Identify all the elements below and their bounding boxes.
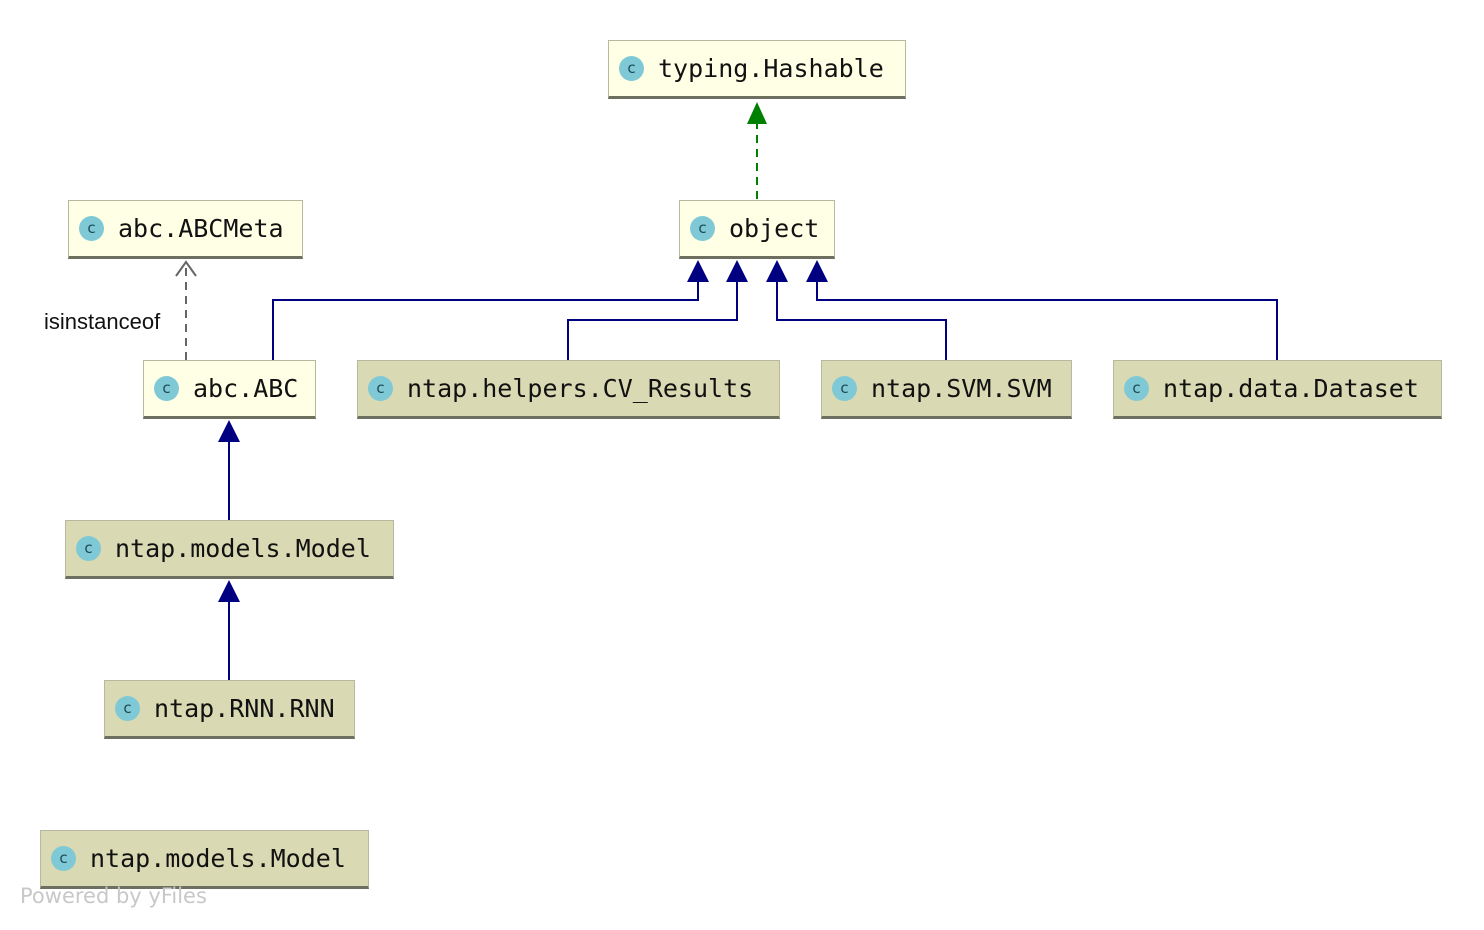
node-label: ntap.SVM.SVM: [871, 374, 1052, 403]
class-icon: c: [51, 846, 76, 871]
edge-abc-to-object: [272, 260, 709, 360]
class-icon: c: [832, 376, 857, 401]
node-label: ntap.RNN.RNN: [154, 694, 335, 723]
class-icon: c: [154, 376, 179, 401]
node-label: ntap.data.Dataset: [1163, 374, 1419, 403]
node-label: object: [729, 214, 820, 243]
class-icon: c: [76, 536, 101, 561]
node-ntap-helpers-cv-results[interactable]: c ntap.helpers.CV_Results: [357, 360, 780, 419]
node-typing-hashable[interactable]: c typing.Hashable: [608, 40, 906, 99]
edge-svm-to-object: [766, 260, 947, 360]
node-label: ntap.models.Model: [115, 534, 371, 563]
node-ntap-rnn-rnn[interactable]: c ntap.RNN.RNN: [104, 680, 355, 739]
node-ntap-svm-svm[interactable]: c ntap.SVM.SVM: [821, 360, 1072, 419]
node-object[interactable]: c object: [679, 200, 835, 259]
node-ntap-data-dataset[interactable]: c ntap.data.Dataset: [1113, 360, 1442, 419]
class-icon: c: [619, 56, 644, 81]
isinstanceof-label: isinstanceof: [44, 309, 161, 334]
node-label: ntap.models.Model: [90, 844, 346, 873]
powered-by-footer: Powered by yFiles: [20, 884, 207, 908]
node-label: abc.ABCMeta: [118, 214, 284, 243]
edge-cvresults-to-object: [567, 260, 748, 360]
node-label: abc.ABC: [193, 374, 299, 403]
edge-dataset-to-object: [806, 260, 1278, 360]
node-abc-abcmeta[interactable]: c abc.ABCMeta: [68, 200, 303, 259]
edge-model-to-abc: [218, 420, 240, 520]
node-label: ntap.helpers.CV_Results: [407, 374, 754, 403]
class-icon: c: [1124, 376, 1149, 401]
node-ntap-models-model-standalone[interactable]: c ntap.models.Model: [40, 830, 369, 889]
class-icon: c: [79, 216, 104, 241]
node-label: typing.Hashable: [658, 54, 884, 83]
class-icon: c: [690, 216, 715, 241]
edge-abc-to-abcmeta: [175, 260, 197, 360]
class-icon: c: [115, 696, 140, 721]
edge-object-to-hashable: [747, 102, 767, 199]
node-ntap-models-model[interactable]: c ntap.models.Model: [65, 520, 394, 579]
class-icon: c: [368, 376, 393, 401]
node-abc-abc[interactable]: c abc.ABC: [143, 360, 316, 419]
edge-rnn-to-model: [218, 580, 240, 680]
